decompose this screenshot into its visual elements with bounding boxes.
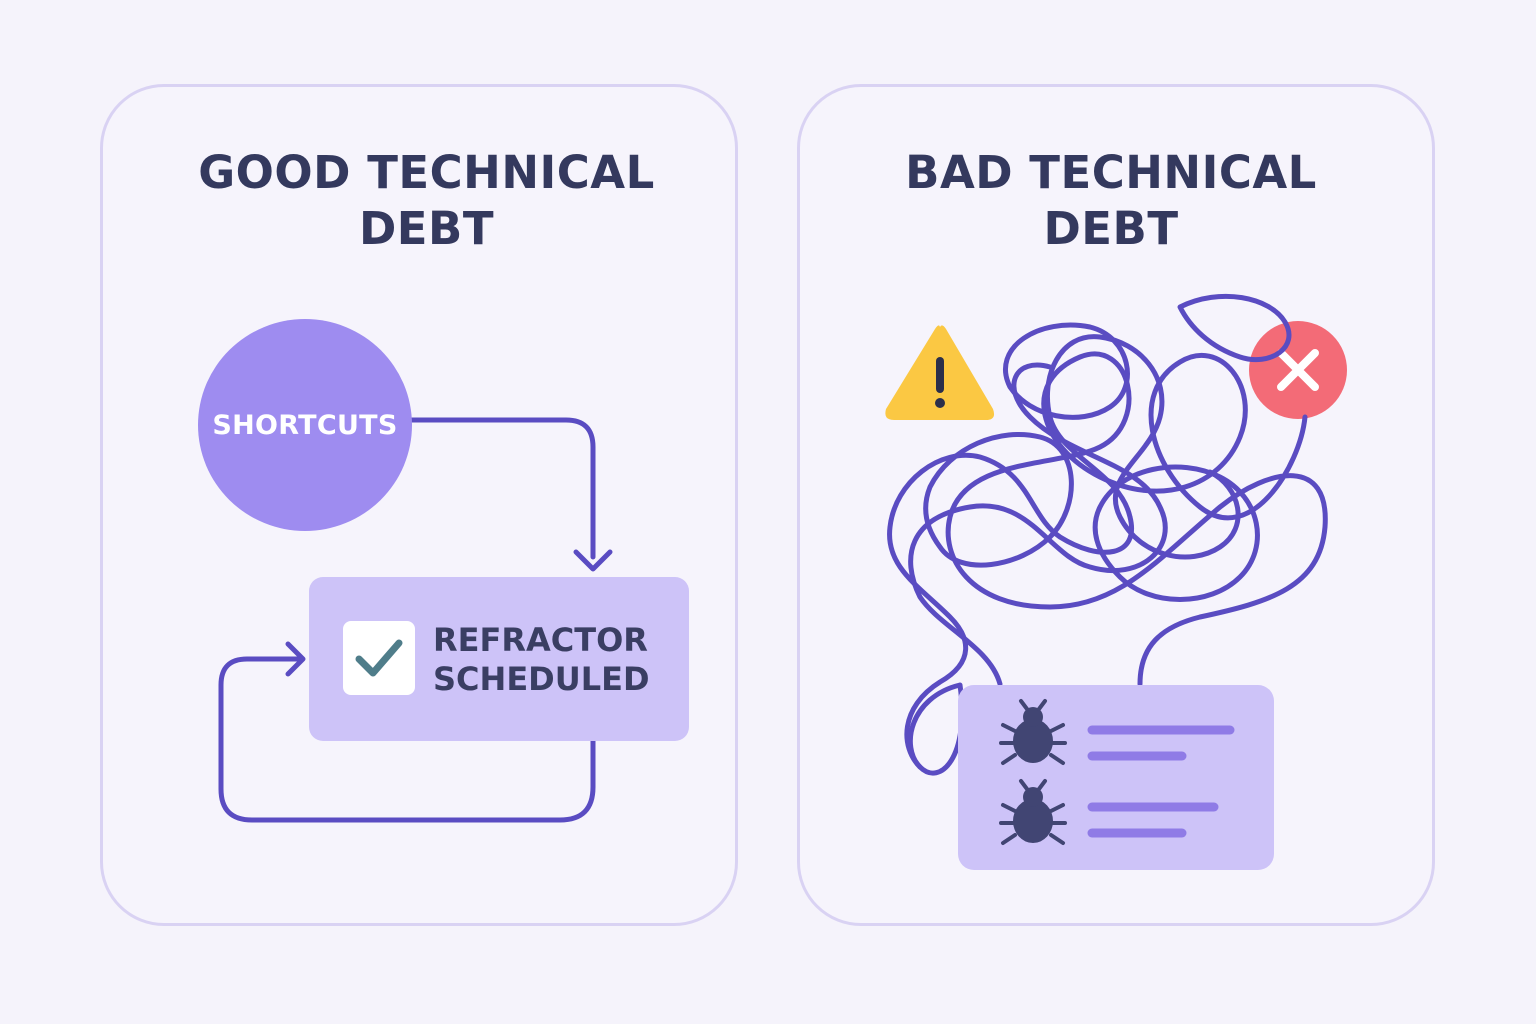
- bad-title-line-2: DEBT: [1043, 202, 1179, 255]
- bad-technical-debt-panel: BAD TECHNICAL DEBT: [797, 84, 1435, 926]
- refactor-line-2: SCHEDULED: [433, 660, 650, 698]
- bug-icon: [999, 779, 1067, 845]
- warning-icon: [885, 325, 995, 420]
- bad-title-line-1: BAD TECHNICAL: [905, 146, 1317, 199]
- bug-list: [999, 699, 1235, 845]
- shortcuts-to-refactor-arrow: [409, 417, 596, 560]
- checkmark-icon: [355, 639, 403, 677]
- refactor-scheduled-node: REFRACTOR SCHEDULED: [309, 577, 689, 741]
- tangled-mess-illustration: [885, 293, 1347, 776]
- error-x-icon: [1249, 321, 1347, 419]
- good-title-line-1: GOOD TECHNICAL: [198, 146, 655, 199]
- bad-panel-title: BAD TECHNICAL DEBT: [810, 145, 1412, 257]
- good-flow-connectors: [218, 417, 613, 823]
- tangled-lines: [887, 293, 1328, 776]
- good-title-line-2: DEBT: [358, 202, 495, 255]
- refactor-scheduled-label: REFRACTOR SCHEDULED: [433, 621, 650, 699]
- refactor-loop-arrow: [218, 656, 596, 823]
- bug-icon: [999, 699, 1067, 765]
- good-panel-title: GOOD TECHNICAL DEBT: [148, 145, 705, 257]
- arrowhead-down: [573, 549, 613, 572]
- shortcuts-node: SHORTCUTS: [198, 319, 412, 531]
- checkbox-icon: [343, 621, 415, 695]
- bug-list-card: [958, 685, 1274, 870]
- arrowhead-right: [285, 641, 306, 677]
- refactor-line-1: REFRACTOR: [433, 621, 648, 659]
- good-technical-debt-panel: GOOD TECHNICAL DEBT SHORTCUTS REFRACTOR …: [100, 84, 738, 926]
- shortcuts-label: SHORTCUTS: [212, 409, 398, 441]
